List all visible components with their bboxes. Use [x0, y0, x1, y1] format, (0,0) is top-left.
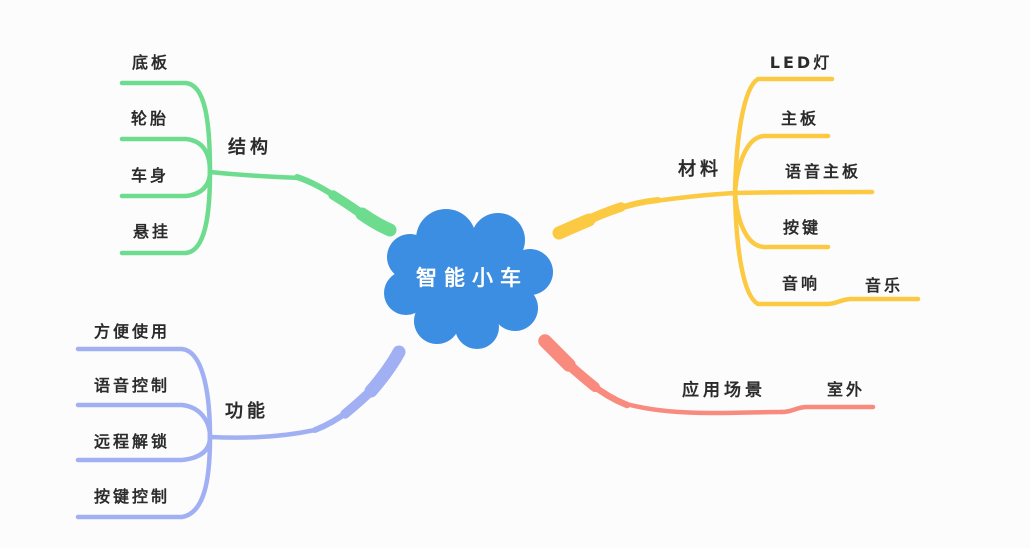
node-application-scenarios[interactable]: 应用场景: [682, 380, 766, 401]
connector-structure-child-4: [119, 169, 213, 256]
node-buttons[interactable]: 按键: [782, 218, 822, 237]
node-car-body[interactable]: 车身: [130, 166, 170, 185]
connector-materials-child-2: [732, 133, 831, 196]
node-easy-to-use[interactable]: 方便使用: [93, 322, 171, 341]
connector-materials-grandchild-music: [823, 296, 921, 307]
connector-structure-child-2: [119, 136, 213, 175]
branch-structure-lines: [119, 80, 397, 256]
connector-functions-child-2: [75, 402, 213, 440]
node-suspension[interactable]: 悬挂: [132, 222, 172, 241]
node-materials[interactable]: 材料: [678, 159, 722, 180]
node-button-control[interactable]: 按键控制: [93, 487, 171, 506]
connector-functions-taper-3: [364, 345, 406, 398]
branch-materials-lines: [552, 76, 921, 307]
connector-functions-child-4: [75, 434, 213, 520]
root-topic-cloud[interactable]: [384, 209, 553, 349]
connector-functions-trunk: [207, 427, 318, 440]
node-base-plate[interactable]: 底板: [131, 53, 171, 72]
connector-scenarios-child-outdoor: [779, 404, 876, 415]
connector-scenarios-trunk: [620, 400, 785, 416]
node-structure[interactable]: 结构: [228, 137, 272, 158]
node-speaker[interactable]: 音响: [781, 274, 821, 293]
connector-materials-trunk: [652, 190, 738, 204]
node-functions[interactable]: 功能: [225, 401, 269, 422]
connector-structure-taper-3: [355, 207, 397, 237]
node-led-light[interactable]: LED灯: [769, 53, 833, 72]
node-remote-unlock[interactable]: 远程解锁: [93, 432, 171, 451]
cloud-body: [406, 233, 530, 327]
node-outdoor[interactable]: 室外: [826, 380, 866, 399]
connector-materials-child-3: [732, 189, 875, 196]
connector-structure-trunk: [207, 169, 303, 181]
node-music[interactable]: 音乐: [864, 276, 904, 295]
node-mainboard[interactable]: 主板: [780, 109, 820, 128]
connector-materials-child-5: [732, 190, 829, 307]
connector-functions-child-1: [75, 346, 213, 440]
connector-structure-child-1: [119, 80, 213, 175]
branch-scenarios-lines: [538, 334, 876, 416]
branch-functions-lines: [75, 345, 406, 520]
node-tires[interactable]: 轮胎: [130, 109, 170, 128]
node-voice-control[interactable]: 语音控制: [93, 376, 171, 395]
root-topic-label[interactable]: 智能小车: [416, 266, 528, 290]
node-voice-mainboard[interactable]: 语音主板: [784, 162, 862, 181]
connector-materials-taper-3: [613, 197, 661, 212]
